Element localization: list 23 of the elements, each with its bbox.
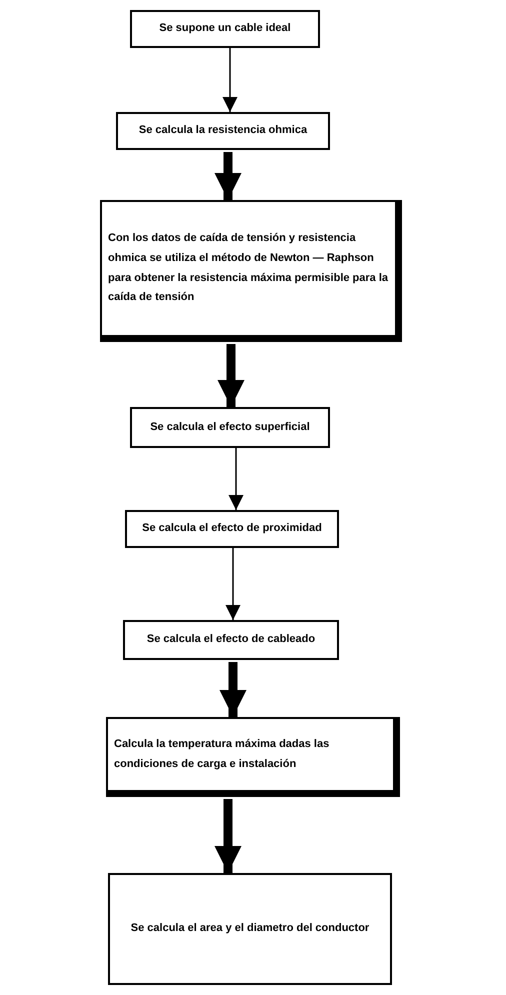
process-box (123, 620, 339, 660)
process-box (108, 873, 392, 985)
box-text: Se supone un cable ideal (159, 21, 291, 36)
arrow (226, 548, 240, 620)
arrow (218, 344, 244, 407)
process-box (130, 407, 330, 448)
arrow (222, 48, 238, 112)
arrow (220, 662, 246, 717)
process-box (100, 200, 402, 342)
box-text: Se calcula la resistencia ohmica (138, 123, 308, 138)
arrow (228, 448, 244, 510)
process-box (130, 10, 320, 48)
box-text: Calcula la temperatura máxima dadas las condiciones de carga e instalación (114, 736, 330, 772)
box-text: Con los datos de caída de tensión y resistencia ohmica se utiliza el método de Newton — Raphson para obtener la resistencia máxima permisible para la caída de tensión (108, 230, 389, 306)
arrow (214, 799, 242, 873)
arrow (214, 152, 242, 200)
box-text: Se calcula el area y el diametro del conductor (130, 921, 370, 936)
process-box (106, 717, 400, 797)
box-text: Se calcula el efecto de cableado (146, 632, 316, 648)
box-text: Se calcula el efecto superficial (150, 420, 310, 435)
box-text: Se calcula el efecto de proximidad (142, 521, 322, 536)
process-box (116, 112, 330, 150)
process-box (125, 510, 339, 548)
